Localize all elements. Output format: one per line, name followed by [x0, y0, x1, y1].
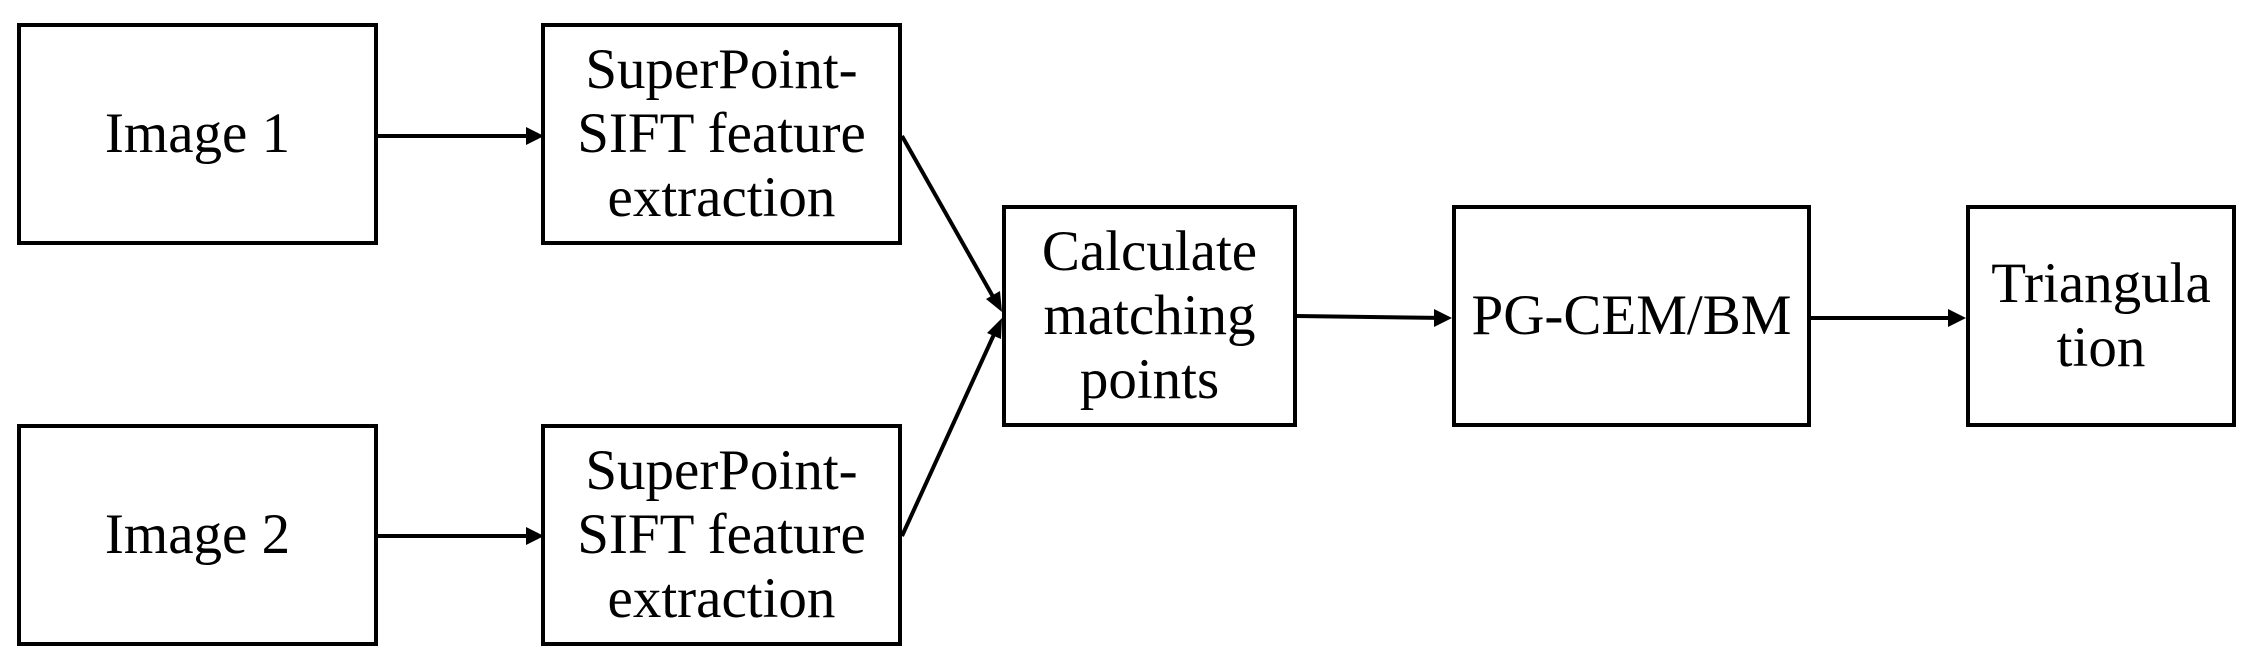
triangulation-box: Triangula tion [1966, 205, 2236, 427]
matching-points-box: Calculate matching points [1002, 205, 1297, 427]
arrowhead-image2-to-extract2 [526, 527, 544, 545]
pgcem-label: PG-CEM/BM [1471, 284, 1792, 347]
arrowhead-extract1-to-match [986, 291, 1002, 312]
image1-box: Image 1 [17, 23, 378, 245]
arrowhead-match-to-pgcem [1434, 309, 1452, 327]
feature-extraction-box-2: SuperPoint- SIFT feature extraction [541, 424, 902, 646]
arrow-match-to-pgcem [1295, 314, 1447, 320]
feature-extraction-label-1: SuperPoint- SIFT feature extraction [577, 38, 866, 229]
image2-label: Image 2 [104, 503, 291, 566]
arrowhead-image1-to-extract1 [526, 127, 544, 145]
triangulation-label: Triangula tion [1991, 252, 2211, 379]
feature-extraction-box-1: SuperPoint- SIFT feature extraction [541, 23, 902, 245]
pgcem-box: PG-CEM/BM [1452, 205, 1811, 427]
arrowhead-pgcem-to-triangulation [1948, 309, 1966, 327]
matching-points-label: Calculate matching points [1041, 220, 1258, 411]
arrowhead-extract2-to-match [987, 318, 1002, 339]
feature-extraction-label-2: SuperPoint- SIFT feature extraction [577, 439, 866, 630]
image2-box: Image 2 [17, 424, 378, 646]
arrow-extract1-to-match [900, 135, 998, 303]
arrow-extract2-to-match [900, 329, 998, 537]
image1-label: Image 1 [104, 102, 291, 165]
